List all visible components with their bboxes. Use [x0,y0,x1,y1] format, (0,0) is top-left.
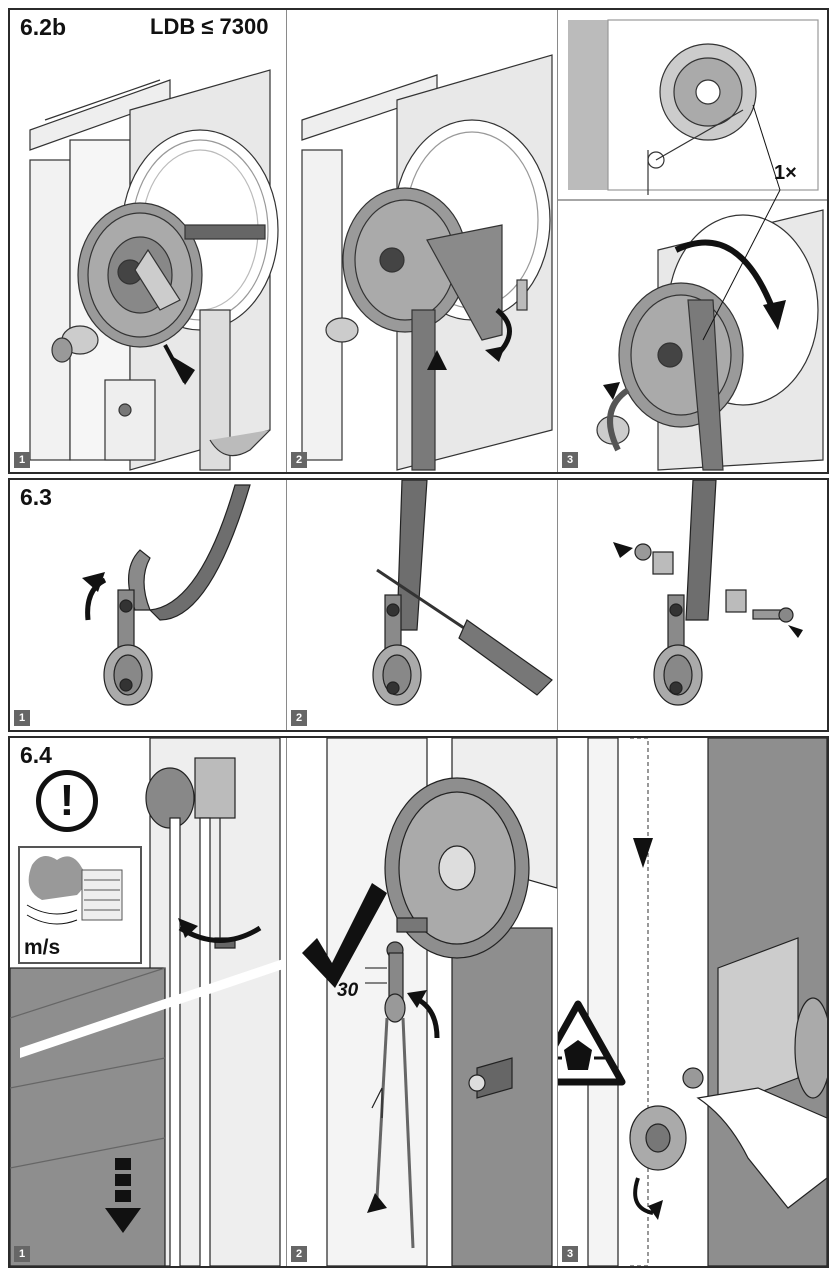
panel-6-2b-3: 1× 3 [558,10,827,472]
ldb-note: LDB ≤ 7300 [150,14,269,39]
step-badge: 2 [291,452,307,468]
panel-6-3-3 [558,480,827,730]
panel-divider [557,738,558,1266]
step-badge: 1 [14,452,30,468]
panel-divider [286,10,287,472]
step-badge: 2 [291,710,307,726]
step-badge: 2 [291,1246,307,1262]
crush-hazard-icon [558,1000,626,1086]
panel-divider [286,480,287,730]
illustration-strap-wind [558,19,827,471]
panel-6-2b-1: 1 [10,10,286,472]
dimension-label: 30 [337,980,359,1001]
illustration-hand-adjust [587,738,827,1266]
step-badge: 1 [14,710,30,726]
panel-divider [557,10,558,472]
section-6-4: 6.4 [8,736,829,1268]
panel-divider [286,738,287,1266]
illustration-pulley-cover [29,69,279,471]
illustration-door-crank [10,738,286,1266]
illustration-strap-attach [301,54,553,471]
section-title: 6.3 [20,484,52,510]
panel-6-3-2: 2 [287,480,557,730]
step-badge: 3 [562,452,578,468]
step-badge: 1 [14,1246,30,1262]
illustration-roller-strap [82,484,251,706]
callout-1x: 1× [774,162,797,184]
section-6-2b: 6.2b LDB ≤ 7300 [8,8,829,474]
section-6-3: 6.3 1 [8,478,829,732]
section-title: 6.4 [20,742,52,768]
panel-6-4-2: 30 2 [287,738,557,1266]
panel-6-4-3: 3 [558,738,827,1266]
warning-exclamation-icon: ! [36,770,98,832]
panel-6-2b-2: 2 [287,10,557,472]
section-title: 6.2b [20,14,67,40]
unit-label: m/s [24,936,61,959]
wind-speed-icon: m/s [18,846,142,964]
step-badge: 3 [562,1246,578,1262]
panel-6-3-1: 1 [10,480,286,730]
illustration-bolt-assembly [613,480,803,706]
illustration-screwdriver [372,480,553,706]
panel-divider [557,480,558,730]
panel-6-4-1: ! m/s 1 [10,738,286,1266]
illustration-pulley-spring [302,738,557,1266]
